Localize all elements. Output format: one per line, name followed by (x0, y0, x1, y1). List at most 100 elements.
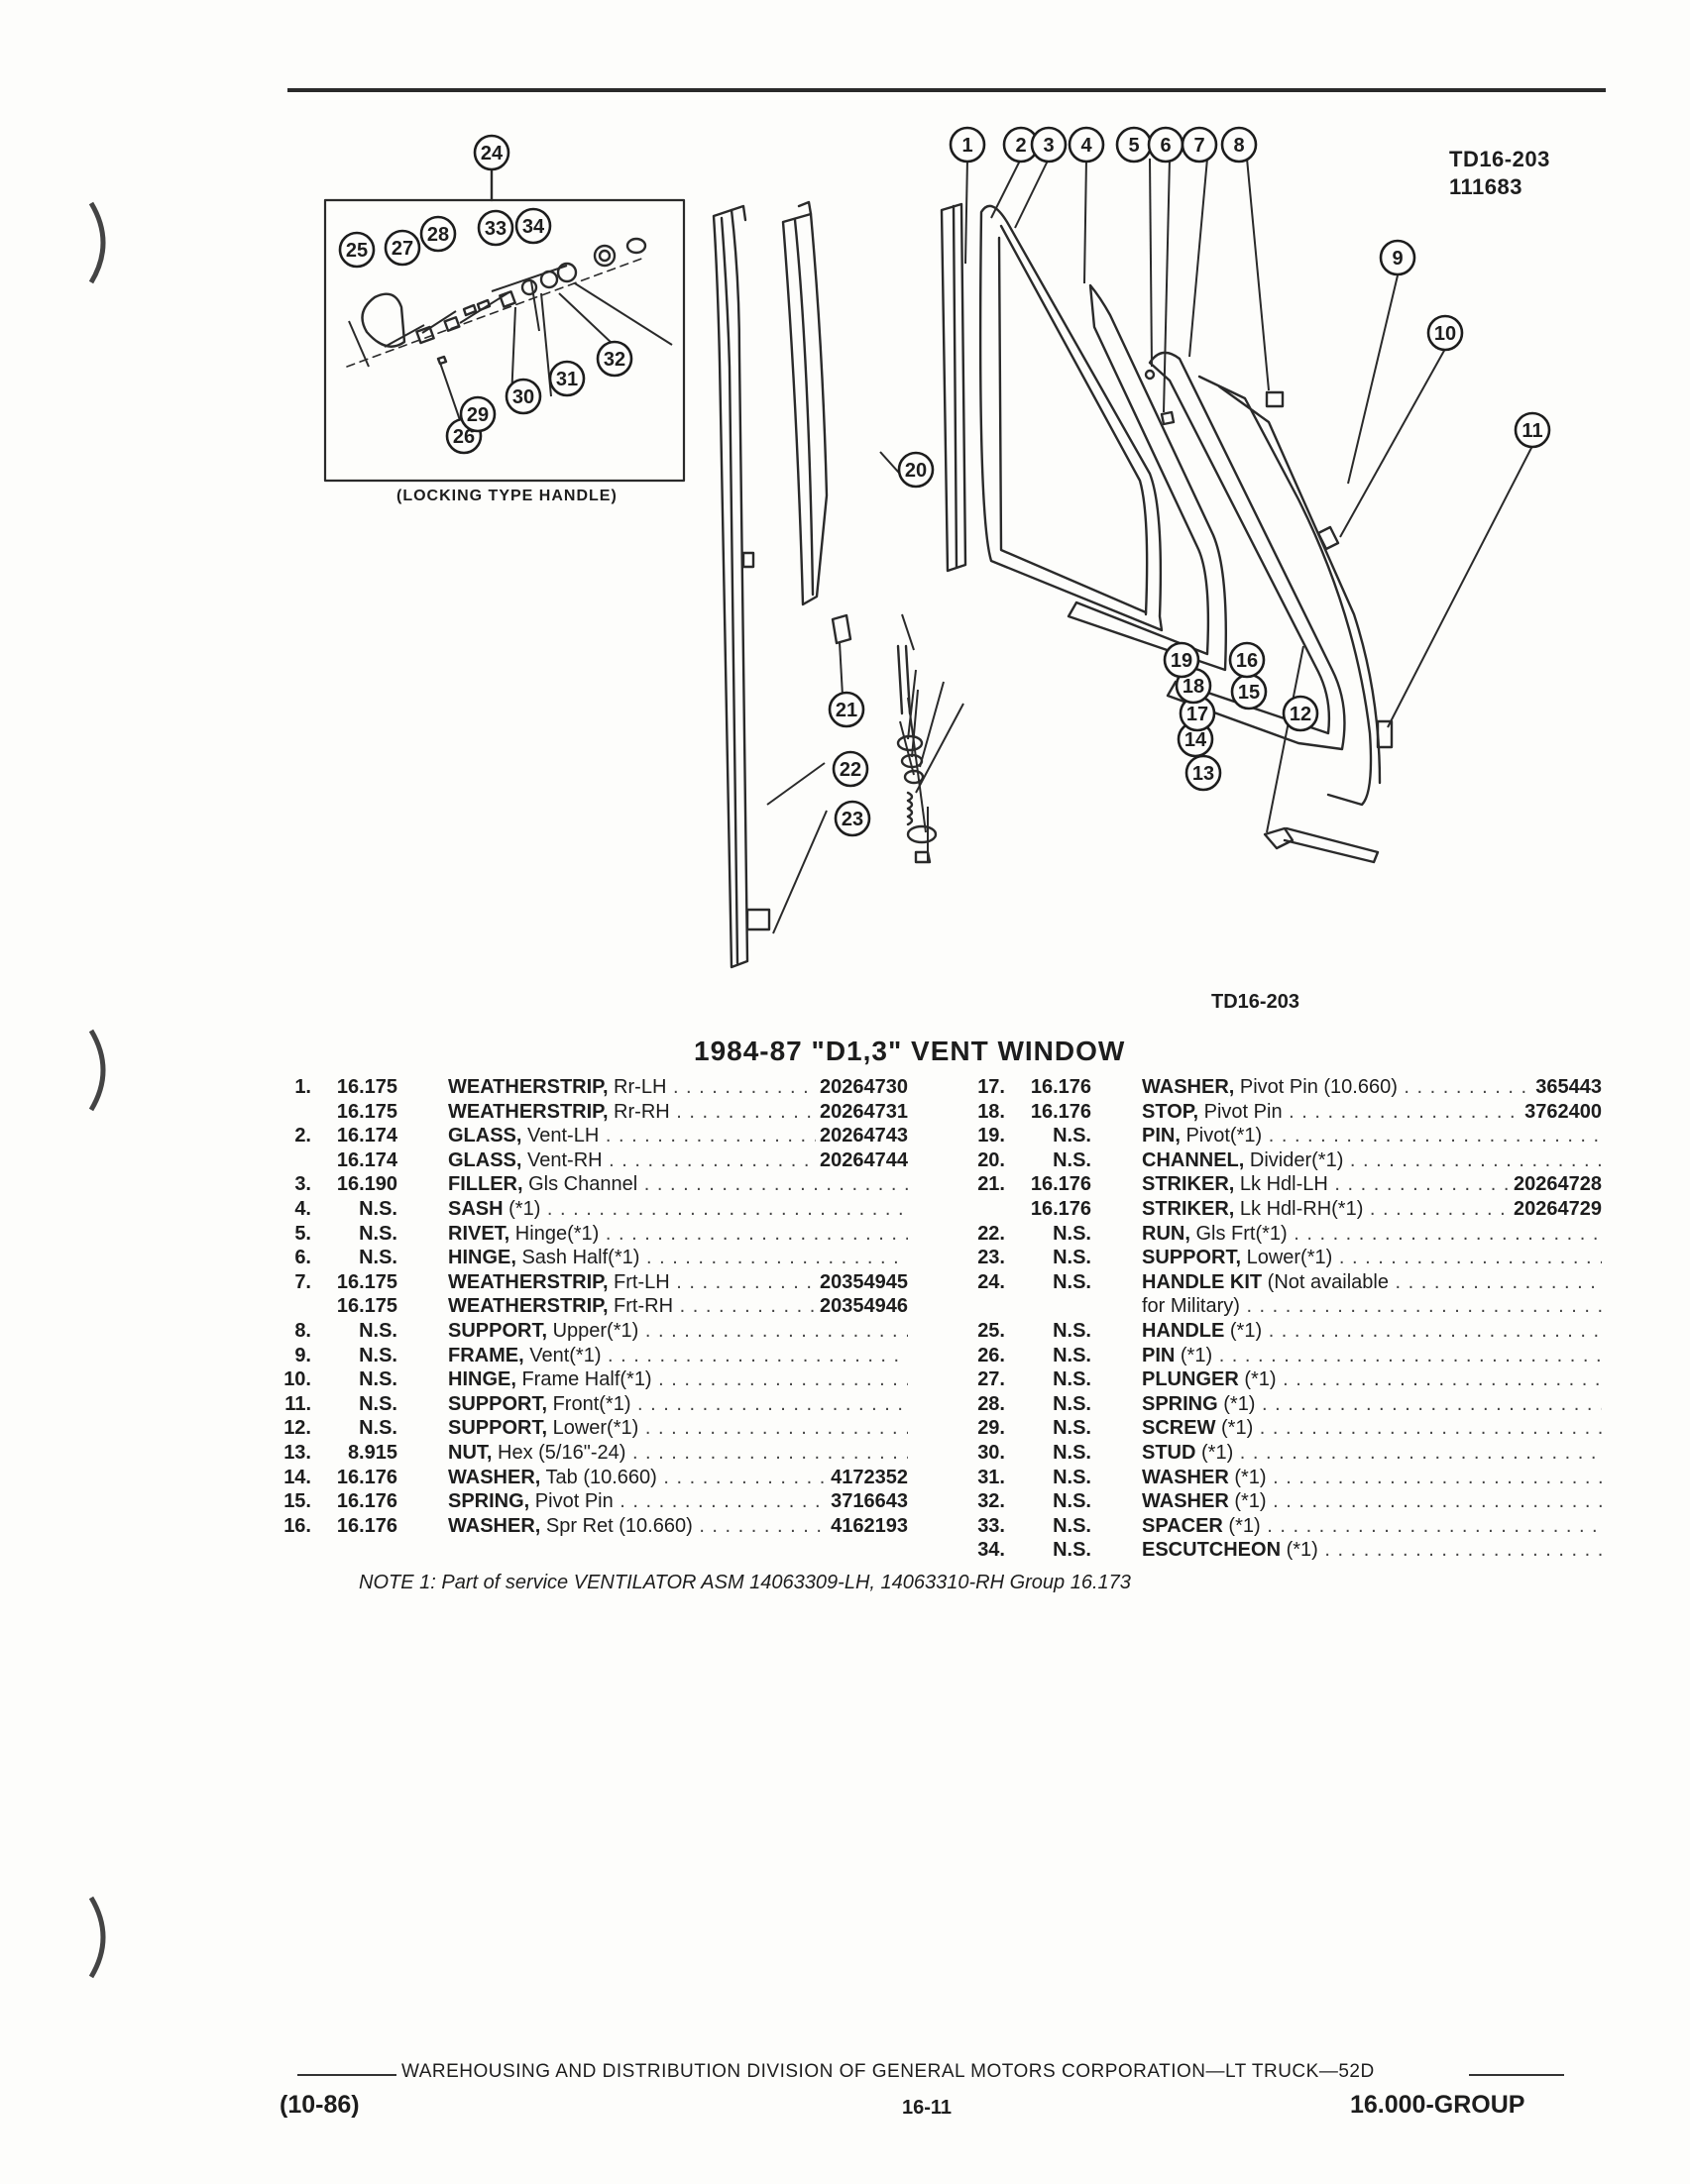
group-number: N.S. (359, 1417, 397, 1440)
part-description: RUN, Gls Frt(*1) . . . . . . . . . . . .… (1142, 1223, 1602, 1246)
leader-dots: . . . . . . . . . . . . . . . . . . . . … (658, 1368, 908, 1391)
item-number: 24. (977, 1270, 1005, 1293)
group-number: N.S. (1053, 1270, 1091, 1293)
item-number: 1. (294, 1076, 311, 1098)
item-number: 30. (977, 1441, 1005, 1464)
callout-22: 22 (832, 750, 869, 788)
group-number: N.S. (359, 1222, 397, 1245)
group-number: 16.175 (336, 1100, 397, 1123)
part-detail: Vent-RH (521, 1148, 603, 1171)
binder-hole (88, 1896, 106, 1979)
svg-text:27: 27 (392, 238, 413, 260)
leader-dots: . . . . . . . . . . . . . . . . . . . . … (645, 1247, 908, 1269)
part-detail: (*1) (1217, 1392, 1256, 1415)
part-detail: Frt-LH (608, 1270, 670, 1293)
part-detail: Vent(*1) (523, 1344, 602, 1366)
item-number: 7. (294, 1270, 311, 1293)
item-number: 11. (284, 1392, 311, 1415)
part-detail: Rr-RH (608, 1100, 670, 1123)
part-number: 20264743 (816, 1125, 908, 1148)
svg-text:25: 25 (346, 240, 368, 262)
part-description: SCREW (*1) . . . . . . . . . . . . . . .… (1142, 1417, 1602, 1440)
part-detail: Pivot Pin (10.660) (1234, 1076, 1398, 1098)
callout-15: 15 (1230, 673, 1268, 710)
callout-11: 11 (1514, 411, 1551, 449)
svg-text:34: 34 (522, 216, 545, 238)
group-number: 16.176 (336, 1466, 397, 1488)
callout-19: 19 (1163, 641, 1200, 679)
part-description: SUPPORT, Front(*1) . . . . . . . . . . .… (448, 1393, 908, 1416)
leader-dots: . . . . . . . . . . . . . . . . . . . . … (1395, 1270, 1603, 1293)
part-detail: Sash Half(*1) (515, 1247, 640, 1269)
leader-dots: . . . . . . . . . . . . . . . . . . . . … (1268, 1125, 1602, 1147)
svg-text:16: 16 (1236, 650, 1258, 672)
part-detail: Frame Half(*1) (515, 1368, 652, 1391)
part-name: WEATHERSTRIP, (448, 1100, 609, 1123)
part-name: GLASS, (448, 1125, 522, 1147)
group-number: N.S. (359, 1319, 397, 1342)
callout-8: 8 (1220, 126, 1258, 164)
callout-25: 25 (338, 231, 376, 269)
part-description: FRAME, Vent(*1) . . . . . . . . . . . . … (448, 1345, 908, 1367)
group-number: N.S. (1053, 1222, 1091, 1245)
parts-row: 27.N.S.PLUNGER (*1) . . . . . . . . . . … (967, 1368, 1602, 1393)
group-number: N.S. (359, 1344, 397, 1366)
parts-row: 11.N.S.SUPPORT, Front(*1) . . . . . . . … (274, 1393, 908, 1418)
parts-row: 8.N.S.SUPPORT, Upper(*1) . . . . . . . .… (274, 1320, 908, 1345)
leader-dots: . . . . . . . . . . . . . . . . . . . . … (1283, 1368, 1602, 1391)
part-description: SPRING (*1) . . . . . . . . . . . . . . … (1142, 1393, 1602, 1416)
callout-1: 1 (949, 126, 986, 164)
group-number: 16.174 (336, 1148, 397, 1171)
svg-text:29: 29 (467, 404, 489, 426)
part-number: 20354946 (816, 1295, 908, 1319)
part-detail: Spr Ret (10.660) (540, 1514, 693, 1537)
leader-dots: . . . . . . . . . . . . . . . . . . . . … (1324, 1539, 1602, 1562)
parts-row: 20.N.S.CHANNEL, Divider(*1) . . . . . . … (967, 1149, 1602, 1174)
svg-text:15: 15 (1238, 682, 1260, 704)
part-detail: (*1) (1224, 1319, 1263, 1342)
group-number: N.S. (1053, 1490, 1091, 1513)
callout-23: 23 (834, 800, 871, 837)
part-detail: Gls Frt(*1) (1189, 1222, 1288, 1245)
parts-row: 19.N.S.PIN, Pivot(*1) . . . . . . . . . … (967, 1125, 1602, 1149)
part-detail: Lk Hdl-RH(*1) (1234, 1197, 1364, 1220)
part-detail: Tab (10.660) (540, 1466, 657, 1488)
callout-13: 13 (1184, 754, 1222, 792)
svg-text:31: 31 (556, 369, 578, 390)
svg-text:1: 1 (961, 135, 972, 157)
item-number: 16. (283, 1514, 311, 1537)
footer-rule-right (1469, 2074, 1564, 2076)
part-name: NUT, (448, 1441, 493, 1464)
group-number: 16.176 (336, 1490, 397, 1513)
callout-12: 12 (1282, 695, 1319, 732)
parts-row: 25.N.S.HANDLE (*1) . . . . . . . . . . .… (967, 1320, 1602, 1345)
parts-row: 22.N.S.RUN, Gls Frt(*1) . . . . . . . . … (967, 1223, 1602, 1248)
part-name: PIN (1142, 1344, 1176, 1366)
group-number: N.S. (1053, 1344, 1091, 1366)
item-number: 33. (977, 1514, 1005, 1537)
leader-dots: . . . . . . . . . . . . . . . . . . . . … (643, 1173, 908, 1196)
item-number: 28. (977, 1392, 1005, 1415)
group-number: N.S. (1053, 1247, 1091, 1269)
item-number: 32. (977, 1490, 1005, 1513)
item-number: 9. (294, 1344, 311, 1366)
leader-dots: . . . . . . . . . . . . . . . . . . . . … (605, 1222, 908, 1245)
part-detail: (Not available (1262, 1270, 1389, 1293)
part-description: PIN, Pivot(*1) . . . . . . . . . . . . .… (1142, 1125, 1602, 1147)
callout-33: 33 (477, 209, 514, 247)
part-description: STUD (*1) . . . . . . . . . . . . . . . … (1142, 1442, 1602, 1465)
part-name: CHANNEL, (1142, 1148, 1245, 1171)
footer-rule-left (297, 2074, 396, 2076)
leader-dots: . . . . . . . . . . . . . . . . . . . . … (1262, 1392, 1602, 1415)
item-number: 18. (977, 1100, 1005, 1123)
footer-group: 16.000-GROUP (1350, 2091, 1525, 2119)
item-number: 21. (977, 1173, 1005, 1196)
part-detail: Front(*1) (547, 1392, 631, 1415)
